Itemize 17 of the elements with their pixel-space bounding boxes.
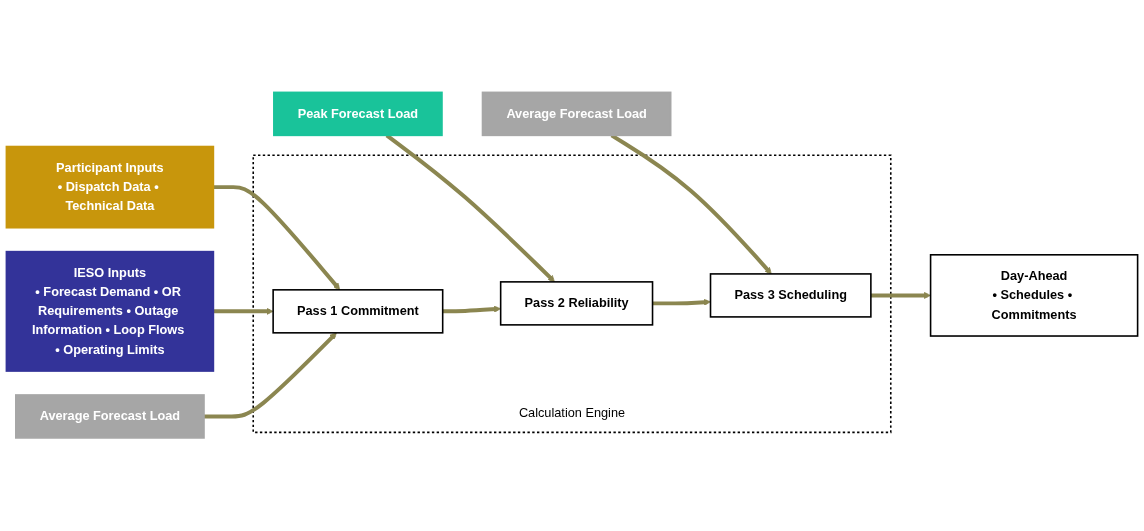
node-box: Pass 1 Commitment [272, 289, 444, 334]
arrow [385, 134, 555, 283]
arrow [442, 305, 501, 314]
node-box: Average Forecast Load [481, 91, 672, 137]
node-box: Pass 3 Scheduling [709, 273, 872, 319]
arrow [652, 299, 711, 307]
node-box: Day-Ahead • Schedules • Commitments [929, 254, 1139, 338]
arrow [213, 185, 341, 291]
arrow [610, 134, 772, 275]
node-box: Peak Forecast Load [273, 91, 443, 137]
node-box: Pass 2 Reliability [499, 281, 654, 326]
arrow [213, 308, 274, 316]
arrow [204, 332, 337, 419]
arrow [870, 292, 931, 300]
node-box: IESO Inputs • Forecast Demand • OR Requirements • Outage Information • Loop Flows • Operating Limits [5, 251, 215, 373]
node-box: Average Forecast Load [15, 394, 205, 440]
node-box: Participant Inputs • Dispatch Data • Technical Data [5, 146, 215, 229]
